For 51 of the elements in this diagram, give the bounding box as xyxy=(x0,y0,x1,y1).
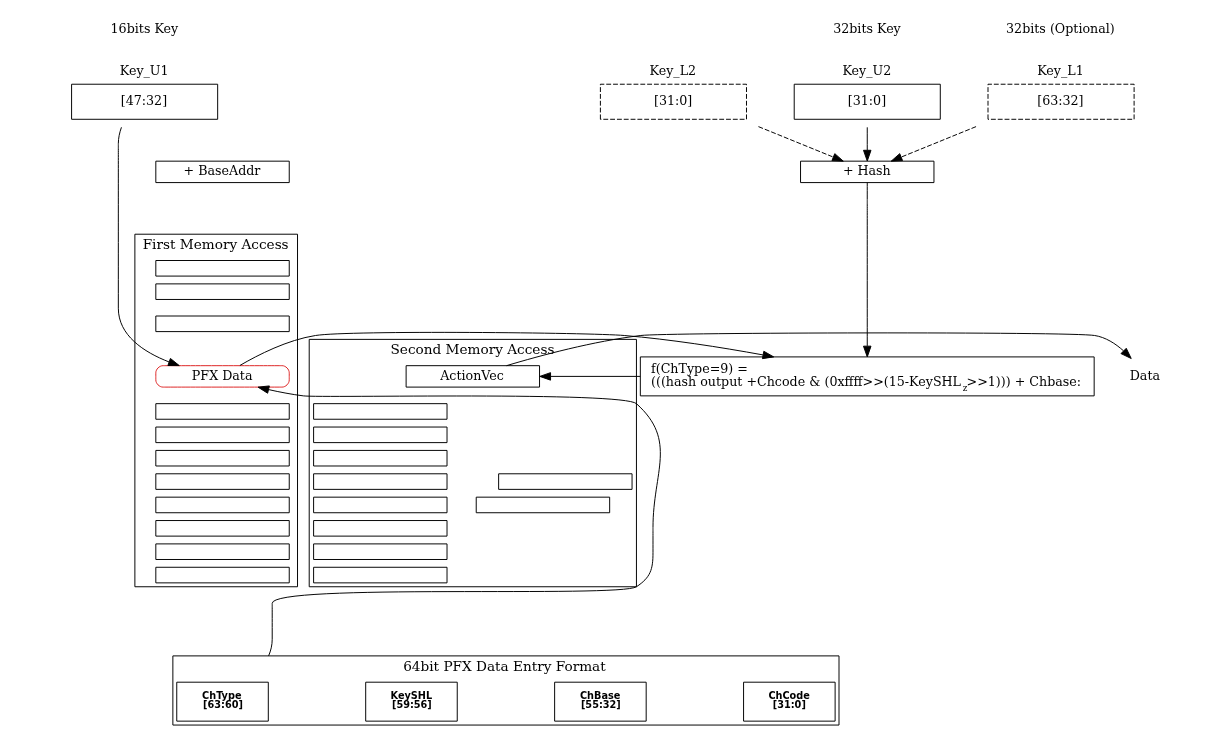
label: 16bits Key xyxy=(110,21,178,36)
node-box xyxy=(154,473,290,490)
node-box: + Hash xyxy=(799,160,934,184)
node-box xyxy=(312,449,447,467)
label: 32bits Key xyxy=(832,21,901,36)
node-box xyxy=(312,496,447,514)
arrow xyxy=(890,126,977,162)
arrow xyxy=(257,385,661,657)
arrow xyxy=(538,372,641,381)
node-box: PFX Data xyxy=(154,365,290,388)
node-box xyxy=(312,426,447,444)
node-box: ActionVec xyxy=(405,365,540,388)
node-box xyxy=(154,520,290,537)
node-box xyxy=(312,566,447,584)
node-box xyxy=(312,543,447,560)
node-label: Key_L1 xyxy=(1036,62,1084,78)
arrow xyxy=(862,126,871,162)
node-box xyxy=(154,315,290,333)
arrow xyxy=(862,182,871,358)
node-box xyxy=(154,283,290,300)
node-box xyxy=(154,260,290,277)
node-label: Key_U2 xyxy=(841,62,891,78)
arrow xyxy=(505,332,1132,367)
node-text: Data xyxy=(1129,367,1160,383)
node-label: Key_L2 xyxy=(649,62,696,78)
node-box: ChBase [55:32] xyxy=(553,681,647,722)
node-box xyxy=(154,403,290,420)
node-box: [31:0] xyxy=(793,83,941,120)
node-box xyxy=(312,473,447,490)
node-box xyxy=(497,473,633,490)
node-box: [47:32] xyxy=(70,83,218,120)
node-box: f(ChType=9) = (((hash output +Chcode & (0xffff>>(15-KeySHL$_{z}$>>1))) + Chbase: xyxy=(639,356,1095,397)
node-box: [31:0] xyxy=(599,83,747,120)
arrow xyxy=(757,126,844,162)
node-box: KeySHL [59:56] xyxy=(364,681,458,722)
node-box: ChType [63:60] xyxy=(175,681,269,722)
node-box: [63:32] xyxy=(987,83,1135,120)
arrow xyxy=(117,126,180,367)
label: 32bits (Optional) xyxy=(1005,21,1115,36)
node-box: + BaseAddr xyxy=(154,160,290,184)
node-box xyxy=(475,496,610,514)
node-box xyxy=(312,403,447,420)
node-box xyxy=(312,520,447,537)
node-box xyxy=(154,426,290,444)
arrow xyxy=(238,331,774,366)
node-label: Key_U1 xyxy=(119,62,169,78)
node-box xyxy=(154,543,290,560)
node-box xyxy=(154,496,290,514)
node-box xyxy=(154,449,290,467)
node-box xyxy=(154,566,290,584)
node-box: ChCode [31:0] xyxy=(742,681,836,722)
